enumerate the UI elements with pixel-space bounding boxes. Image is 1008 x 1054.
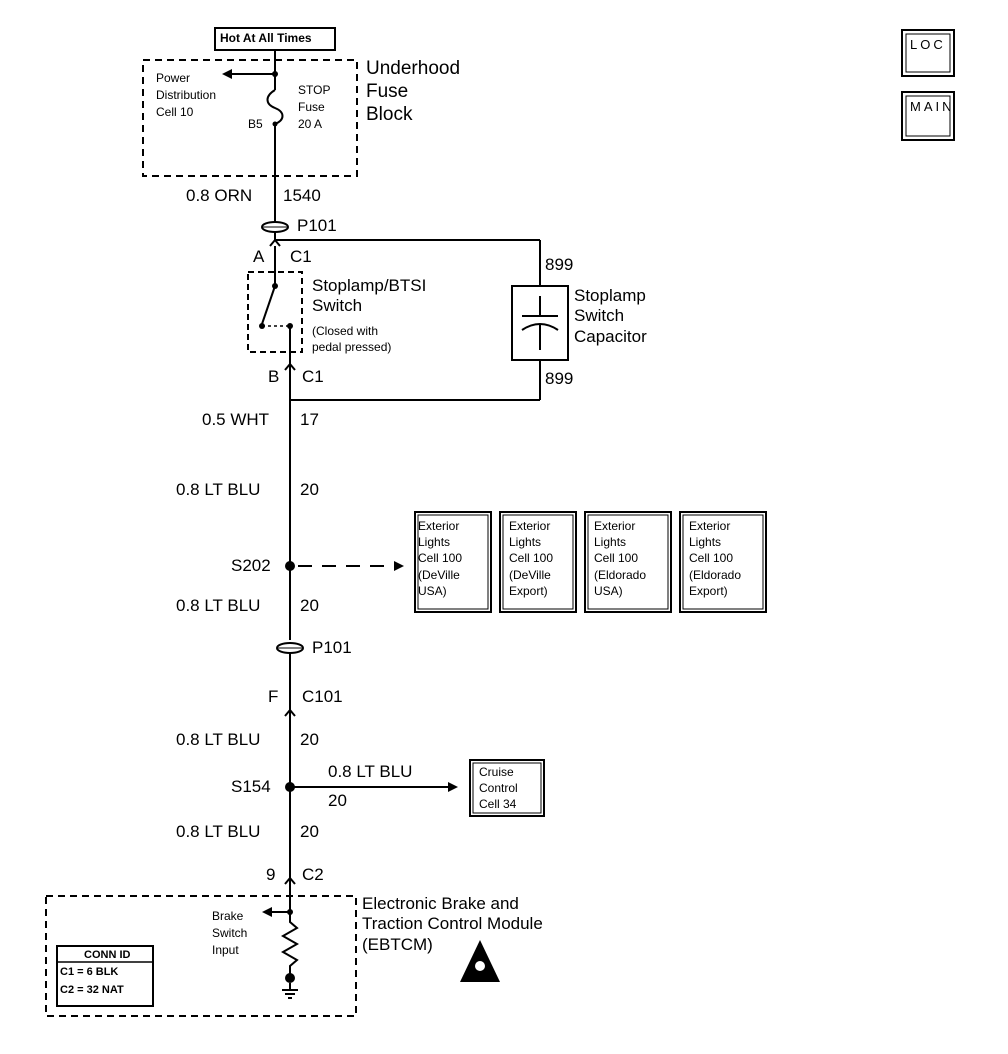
cruise-wire-gauge: 0.8 LT BLU bbox=[328, 762, 413, 781]
fuse-block-outline bbox=[142, 59, 358, 177]
c101-label: C101 bbox=[302, 687, 343, 706]
conn-id-title: CONN ID bbox=[84, 949, 131, 961]
arrow-right-icon bbox=[448, 782, 458, 792]
wire-circuit-20-3: 20 bbox=[300, 730, 319, 749]
exterior-lights-deville-usa[interactable]: Exterior Lights Cell 100 (DeVille USA) bbox=[418, 519, 463, 598]
conn-id-c1: C1 = 6 BLK bbox=[60, 966, 119, 978]
wire-circuit-20-1: 20 bbox=[300, 480, 319, 499]
p101-top-label: P101 bbox=[297, 216, 337, 235]
switch-title: Stoplamp/BTSI Switch bbox=[312, 276, 427, 316]
brake-switch-input-label: Brake Switch Input bbox=[212, 909, 248, 957]
wire-circuit-20-4: 20 bbox=[300, 822, 319, 841]
exterior-lights-eldorado-usa[interactable]: Exterior Lights Cell 100 (Eldorado USA) bbox=[594, 519, 647, 598]
wire-gauge-orn: 0.8 ORN bbox=[186, 186, 253, 205]
wire-gauge-wht: 0.5 WHT bbox=[202, 410, 270, 429]
exterior-lights-eldorado-export[interactable]: Exterior Lights Cell 100 (Eldorado Expor… bbox=[689, 519, 742, 598]
wire-gauge-ltblu-1: 0.8 LT BLU bbox=[176, 480, 261, 499]
capacitor-circuit-bottom: 899 bbox=[545, 369, 574, 388]
fuse-icon bbox=[266, 89, 284, 125]
switch-note: (Closed with pedal pressed) bbox=[312, 324, 392, 354]
c2-label: C2 bbox=[302, 865, 324, 884]
p101-bottom-label: P101 bbox=[312, 638, 352, 657]
switch-outline bbox=[247, 271, 303, 353]
wire-gauge-ltblu-4: 0.8 LT BLU bbox=[176, 822, 261, 841]
hot-at-all-times-label: Hot At All Times bbox=[220, 31, 312, 45]
switch-icon bbox=[261, 285, 276, 325]
main-icon[interactable]: MAIN bbox=[910, 99, 955, 114]
splice-s154-label: S154 bbox=[231, 777, 271, 796]
splice-s202-dot bbox=[285, 561, 295, 571]
wire-gauge-ltblu-3: 0.8 LT BLU bbox=[176, 730, 261, 749]
conn-id-c2: C2 = 32 NAT bbox=[60, 984, 124, 996]
arrow-right-icon bbox=[394, 561, 404, 571]
loc-icon[interactable]: LOC bbox=[910, 37, 946, 52]
arrow-left-icon bbox=[222, 69, 232, 79]
wire-circuit-20-2: 20 bbox=[300, 596, 319, 615]
wire-circuit-1540: 1540 bbox=[283, 186, 321, 205]
conn-id-box bbox=[56, 945, 154, 1007]
fuse-block-title: Underhood Fuse Block bbox=[366, 58, 461, 125]
power-distribution-label: Power Distribution Cell 10 bbox=[156, 71, 217, 119]
wire-circuit-17: 17 bbox=[300, 410, 319, 429]
cruise-wire-circuit: 20 bbox=[328, 791, 347, 810]
c2-pin: 9 bbox=[266, 865, 276, 884]
capacitor-title: Stoplamp Switch Capacitor bbox=[574, 286, 647, 346]
exterior-lights-deville-export[interactable]: Exterior Lights Cell 100 (DeVille Export… bbox=[509, 519, 554, 598]
ebtcm-title: Electronic Brake and Traction Control Mo… bbox=[362, 894, 543, 954]
switch-conn-a: C1 bbox=[290, 247, 312, 266]
splice-s202-label: S202 bbox=[231, 556, 271, 575]
fuse-terminal-label: B5 bbox=[248, 117, 263, 131]
c101-pin: F bbox=[268, 687, 279, 706]
capacitor-circuit-top: 899 bbox=[545, 255, 574, 274]
stop-fuse-label: STOP Fuse 20 A bbox=[298, 83, 331, 131]
resistor-icon bbox=[280, 912, 300, 974]
cruise-control-box[interactable]: Cruise Control Cell 34 bbox=[479, 765, 518, 812]
wire-gauge-ltblu-2: 0.8 LT BLU bbox=[176, 596, 261, 615]
switch-conn-b: C1 bbox=[302, 367, 324, 386]
switch-pin-a: A bbox=[253, 247, 265, 266]
switch-pin-b: B bbox=[268, 367, 280, 386]
